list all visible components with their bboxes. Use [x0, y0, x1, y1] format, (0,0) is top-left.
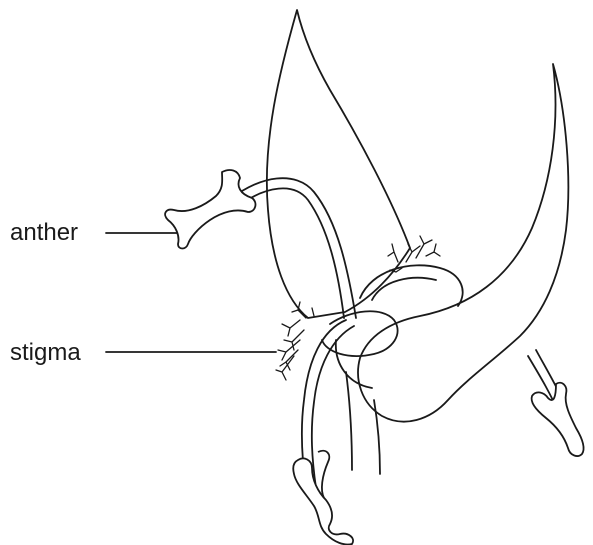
lower-right-anther — [532, 383, 584, 456]
lower-filament-mid — [346, 372, 352, 470]
upper-anther — [165, 170, 255, 249]
